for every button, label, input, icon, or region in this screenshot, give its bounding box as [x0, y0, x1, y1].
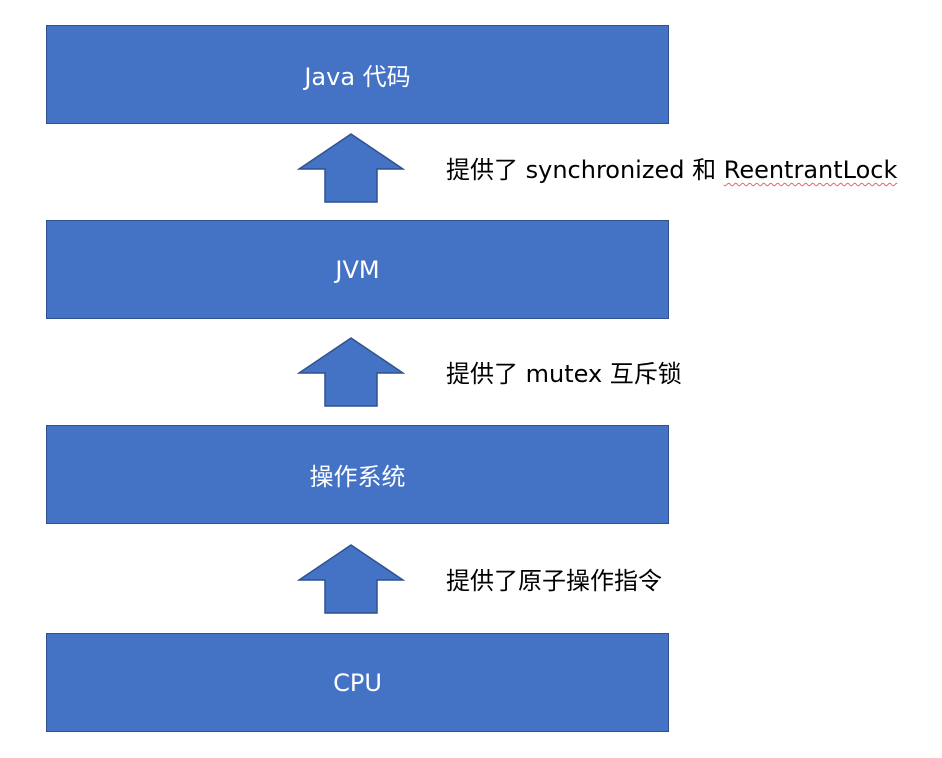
- up-arrow-icon: [297, 337, 405, 407]
- reentrantlock-term: ReentrantLock: [723, 156, 898, 184]
- layer-operating-system-label: 操作系统: [309, 463, 406, 491]
- arrow-label-jvm-to-java-text: 提供了 synchronized 和: [446, 156, 724, 184]
- layer-cpu-label: CPU: [333, 668, 382, 697]
- layer-java-code: Java 代码: [46, 25, 669, 124]
- up-arrow-icon: [297, 133, 405, 203]
- arrow-label-jvm-to-java: 提供了 synchronized 和 ReentrantLock: [446, 156, 897, 185]
- layer-java-code-label: Java 代码: [304, 63, 411, 91]
- layer-jvm: JVM: [46, 220, 669, 319]
- arrow-label-cpu-to-os: 提供了原子操作指令: [446, 567, 662, 595]
- up-arrow-icon: [297, 544, 405, 614]
- layer-operating-system: 操作系统: [46, 425, 669, 524]
- layer-jvm-label: JVM: [335, 255, 380, 284]
- layer-cpu: CPU: [46, 633, 669, 732]
- arrow-label-os-to-jvm: 提供了 mutex 互斥锁: [446, 360, 682, 388]
